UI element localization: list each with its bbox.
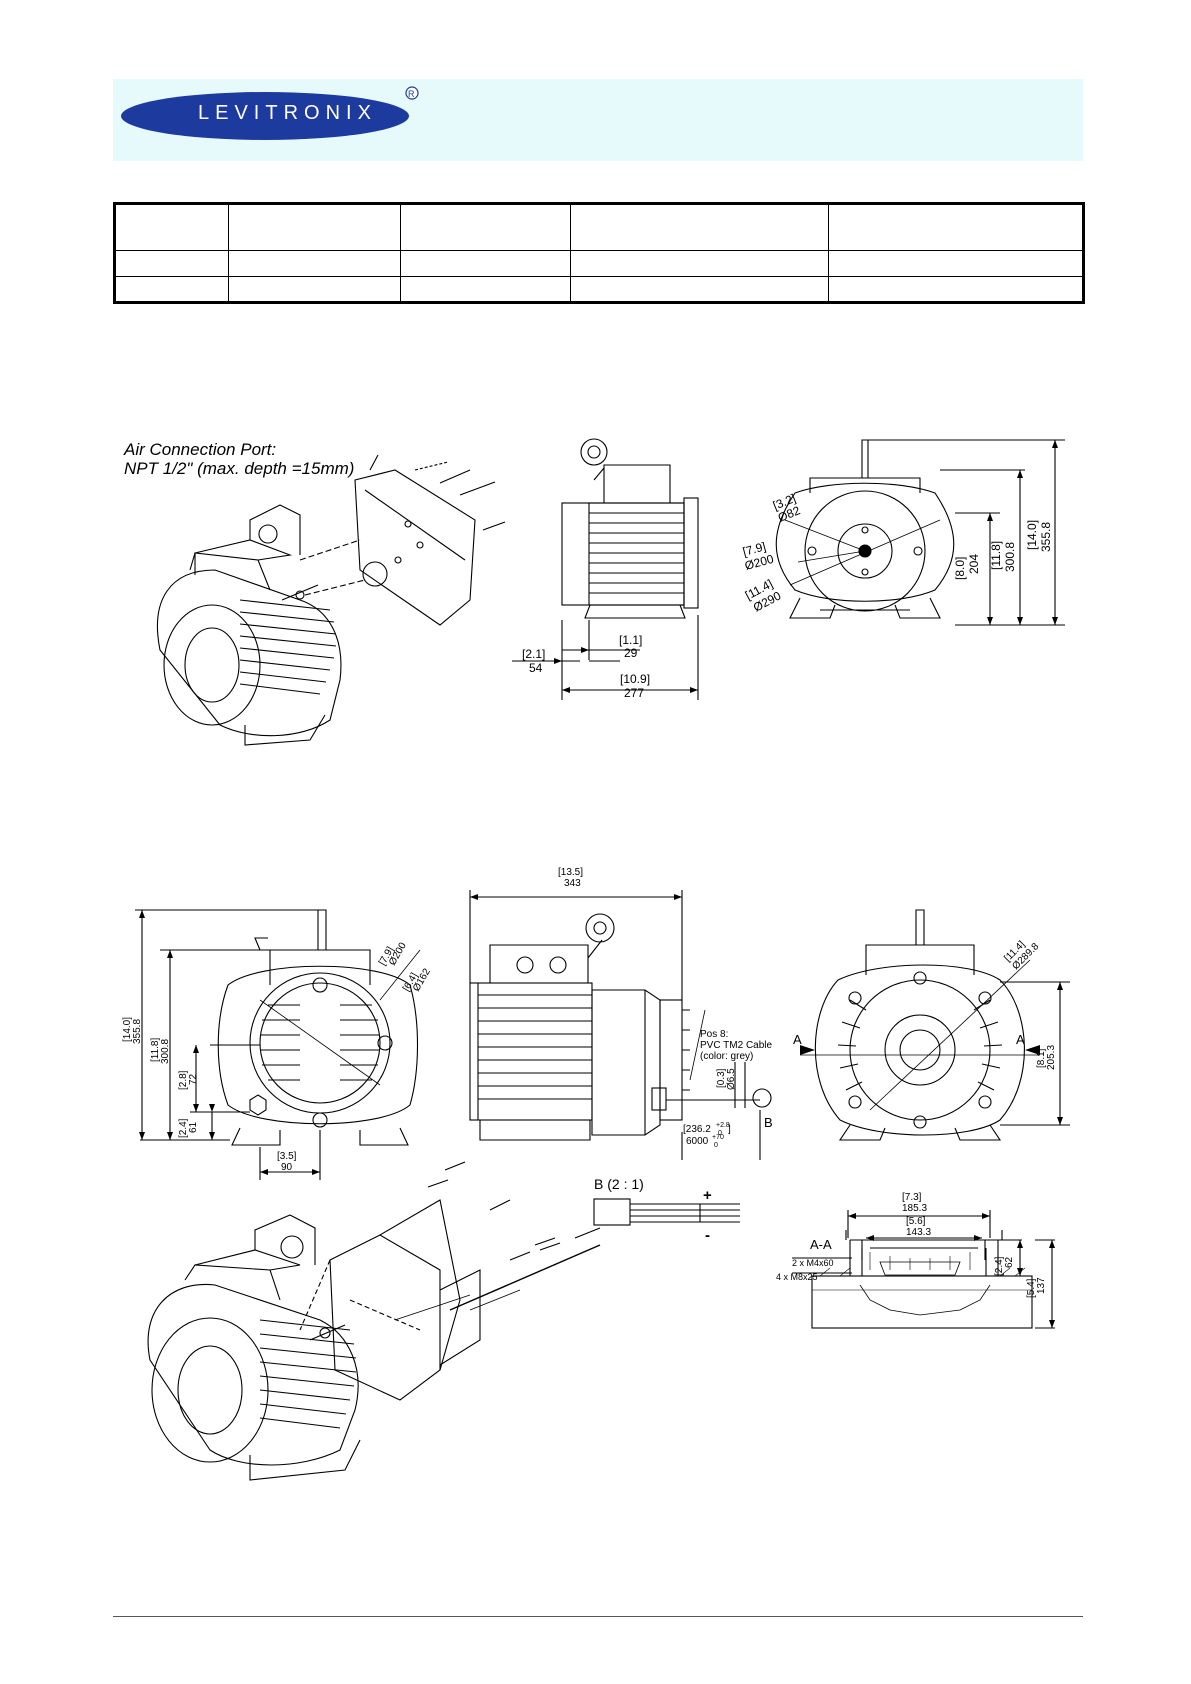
cable-color-label: (color: grey)	[700, 1051, 753, 1062]
dim-section-w185-in: [7.3]	[902, 1192, 922, 1203]
motor-front-view-lower	[135, 909, 421, 1180]
dim-lower-front-h355-mm: 355.8	[132, 1019, 143, 1044]
spec-table	[113, 202, 1085, 304]
dim-lower-front-h72-in: [2.8]	[178, 1070, 189, 1090]
logo-ellipse	[121, 92, 409, 140]
dim-lower-side-w343-mm: 343	[564, 878, 581, 889]
table-cell	[828, 203, 1084, 251]
table-cell	[400, 276, 571, 303]
levitronix-logo: LEVITRONIX R	[121, 86, 419, 140]
detail-b-connector	[593, 1198, 740, 1226]
detail-b-minus: -	[705, 1227, 710, 1244]
detail-b-plus: +	[703, 1187, 712, 1204]
lifting-eye-icon	[280, 1235, 304, 1259]
dim-lower-front-h300-mm: 300.8	[160, 1039, 171, 1064]
dim-upper-front-h300-mm: 300.8	[1003, 542, 1017, 572]
table-cell	[228, 276, 401, 303]
dim-cable-l6000-tol-dn: 0	[714, 1142, 718, 1149]
dim-upper-front-h355-mm: 355.8	[1039, 522, 1053, 552]
dim-upper-front-h300-in: [11.8]	[989, 541, 1003, 570]
motor-front-view-upper	[775, 439, 1065, 626]
dim-lower-front-w90-mm: 90	[281, 1162, 293, 1173]
dim-section-w143-in: [5.6]	[906, 1216, 926, 1227]
dim-lower-front-h355-in: [14.0]	[122, 1017, 133, 1042]
dim-lower-front-h61-mm: 61	[188, 1121, 199, 1133]
lifting-eye-icon	[258, 524, 278, 544]
motor-side-view-upper	[512, 438, 699, 700]
dim-cable-l236-tol-dn: 0	[718, 1130, 722, 1137]
dim-lower-back-h205-mm: 205.3	[1046, 1045, 1057, 1070]
section-a-a-title: A-A	[810, 1237, 832, 1252]
dim-lower-front-w90-in: [3.5]	[277, 1151, 297, 1162]
dim-section-w143-mm: 143.3	[906, 1227, 931, 1238]
section-screws-m8: 4 x M8x25	[776, 1272, 818, 1282]
cable-type-label: PVC TM2 Cable	[700, 1040, 773, 1051]
dim-upper-side-54-mm: 54	[529, 661, 543, 675]
dim-upper-front-h355-in: [14.0]	[1025, 520, 1039, 550]
table-cell	[114, 203, 229, 251]
footer-rule	[113, 1616, 1083, 1617]
table-cell	[828, 276, 1084, 303]
motor-isometric-upper	[156, 454, 506, 746]
air-port-label-1: Air Connection Port:	[124, 440, 277, 459]
dim-upper-front-h204-mm: 204	[967, 554, 981, 574]
table-row	[114, 276, 1084, 303]
dim-upper-side-277-mm: 277	[624, 686, 644, 700]
dim-cable-d65-mm: Ø6.5	[726, 1068, 737, 1090]
table-cell	[114, 276, 229, 303]
motor-isometric-lower	[147, 1161, 601, 1481]
dim-lower-front-h300-in: [11.8]	[150, 1038, 161, 1062]
section-mark-left: A	[793, 1032, 802, 1047]
cable-pos-label: Pos 8:	[700, 1029, 728, 1040]
dim-section-w185-mm: 185.3	[902, 1203, 927, 1214]
dim-lower-front-h61-in: [2.4]	[178, 1118, 189, 1138]
motor-bore	[177, 1345, 243, 1435]
dim-upper-side-277-in: [10.9]	[620, 672, 650, 686]
motor-bore	[184, 627, 240, 703]
dim-cable-d65-in: [0.3]	[716, 1068, 727, 1088]
detail-b-callout: B	[764, 1115, 773, 1130]
motor-side-view-lower	[469, 890, 772, 1160]
dim-section-h137-in: [5.4]	[1026, 1278, 1037, 1298]
logo-wordmark: LEVITRONIX	[198, 102, 377, 124]
section-mark-right: A	[1016, 1032, 1025, 1047]
air-port-label-2: NPT 1/2" (max. depth =15mm)	[124, 459, 355, 478]
dim-cable-l236: [236.2	[683, 1124, 711, 1135]
table-cell	[570, 276, 829, 303]
dim-upper-side-29-mm: 29	[624, 646, 638, 660]
motor-back-view-lower	[800, 909, 1070, 1141]
dim-lower-front-h72-mm: 72	[188, 1073, 199, 1085]
registered-mark: R	[408, 89, 415, 99]
lifting-eye-icon	[585, 913, 615, 943]
lifting-eye-icon	[580, 438, 608, 466]
dim-lower-side-w343-in: [13.5]	[558, 867, 583, 878]
detail-b-title: B (2 : 1)	[594, 1176, 644, 1192]
dim-cable-l236-close: ]	[728, 1124, 731, 1135]
dim-upper-front-d200-in: [7.9]	[741, 539, 767, 559]
section-screws-m4: 2 x M4x60	[792, 1258, 834, 1268]
registered-mark-circle	[405, 86, 419, 100]
dim-section-h137-mm: 137	[1036, 1277, 1047, 1294]
table-row	[114, 203, 1084, 251]
dim-upper-side-54-in: [2.1]	[522, 647, 545, 661]
dim-cable-l6000-tol-up: +70	[712, 1134, 724, 1141]
dim-section-h62-in: [2.4]	[994, 1256, 1005, 1276]
dim-upper-front-h204-in: [8.0]	[953, 557, 967, 580]
dim-cable-l236-tol-up: +2.8	[716, 1122, 730, 1129]
dim-cable-l6000: 6000	[686, 1136, 709, 1147]
detail-b-circle	[752, 1088, 772, 1108]
dim-section-h62-mm: 62	[1004, 1256, 1015, 1268]
dim-upper-side-29-in: [1.1]	[619, 633, 642, 647]
table-cell	[828, 250, 1084, 277]
dim-lower-back-h205-in: [8.1]	[1036, 1048, 1047, 1068]
